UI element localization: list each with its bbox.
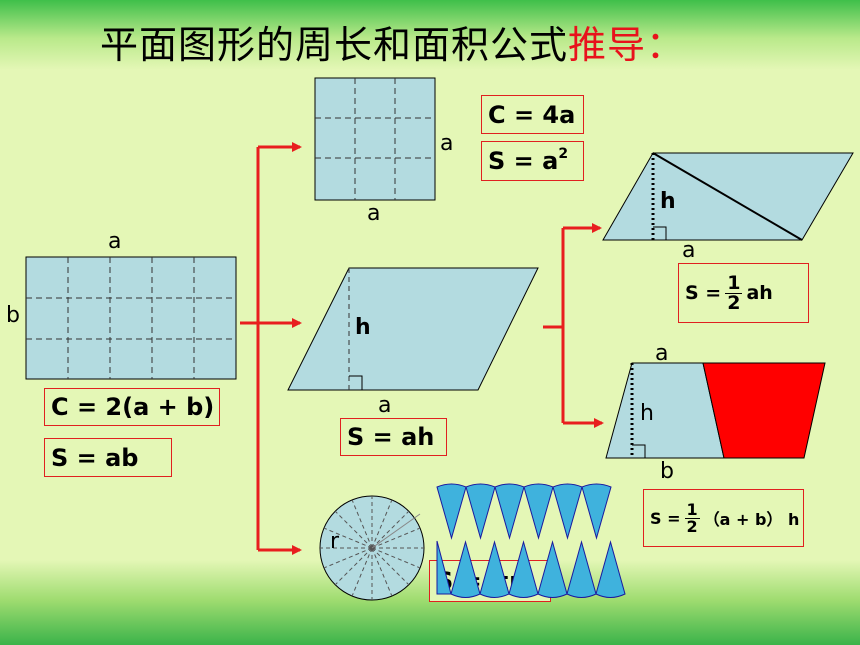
circle-radius-line: [334, 547, 373, 586]
circle-radius-line: [371, 547, 410, 586]
formula-parallelogram-area: S = ah: [340, 418, 447, 456]
formula-square-perimeter: C = 4a: [481, 95, 584, 134]
parallelogram-label-h: h: [355, 315, 371, 340]
title-colon: ：: [646, 23, 686, 67]
slide-title: 平面图形的周长和面积公式推导：: [100, 14, 685, 69]
parallelogram-shape: [287, 267, 539, 391]
trapezoid-shape: [605, 362, 826, 459]
title-main: 平面图形的周长和面积公式: [100, 23, 569, 67]
trapezoid-label-h: h: [640, 401, 654, 426]
rect-label-b: b: [6, 303, 20, 328]
title-highlight: 推导: [568, 23, 647, 67]
triangle-label-h: h: [660, 189, 676, 214]
trapezoid-label-b: b: [660, 459, 674, 484]
circle-radius-line: [351, 499, 373, 549]
circle-radius-line: [323, 527, 373, 549]
circle-radius-line: [334, 510, 373, 549]
connector-arrows: [240, 142, 604, 555]
triangle-parallelogram-shape: [602, 152, 854, 241]
circle-radius-line: [371, 527, 421, 549]
square-label-a-bottom: a: [367, 201, 380, 226]
circle-radius-line: [323, 547, 373, 569]
trapezoid-label-a: a: [655, 341, 668, 366]
formula-circle-area: S = πr²: [429, 560, 551, 602]
circle-radius-line: [371, 547, 421, 569]
triangle-label-a: a: [682, 238, 695, 263]
square-shape: [314, 77, 436, 201]
circle-radius-line: [371, 547, 393, 597]
circle-label-r: r: [330, 529, 340, 554]
rect-label-a: a: [108, 229, 121, 254]
circle-radius-line: [371, 499, 393, 549]
circle-shape: [319, 495, 425, 601]
formula-rectangle-perimeter: C = 2(a + b): [44, 388, 220, 426]
square-label-a-side: a: [440, 131, 453, 156]
rectangle-shape: [25, 256, 237, 380]
formula-rectangle-area: S = ab: [44, 438, 172, 477]
parallelogram-label-a: a: [378, 393, 391, 418]
circle-radius-line: [351, 547, 373, 597]
circle-radius-line: [371, 510, 410, 549]
